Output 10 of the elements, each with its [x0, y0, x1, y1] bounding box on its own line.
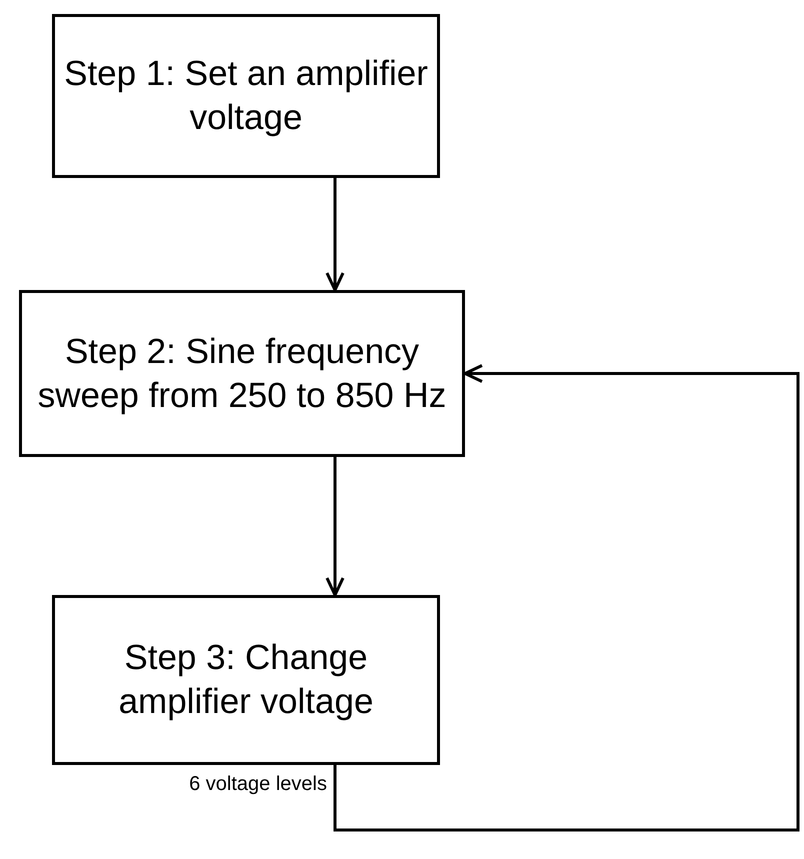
step-text: Step 3: Change amplifier voltage — [118, 637, 374, 723]
step-text: Step 1: Set an amplifier voltage — [63, 53, 429, 139]
process-box — [19, 290, 465, 457]
arrow — [334, 364, 800, 832]
arrow — [326, 178, 344, 292]
step-text: Step 2: Sine frequency sweep from 250 to 850 Hz — [36, 330, 448, 416]
process-box — [52, 595, 440, 765]
process-box — [52, 14, 440, 178]
edge-label: 6 voltage levels — [189, 773, 327, 796]
arrow — [326, 457, 344, 596]
